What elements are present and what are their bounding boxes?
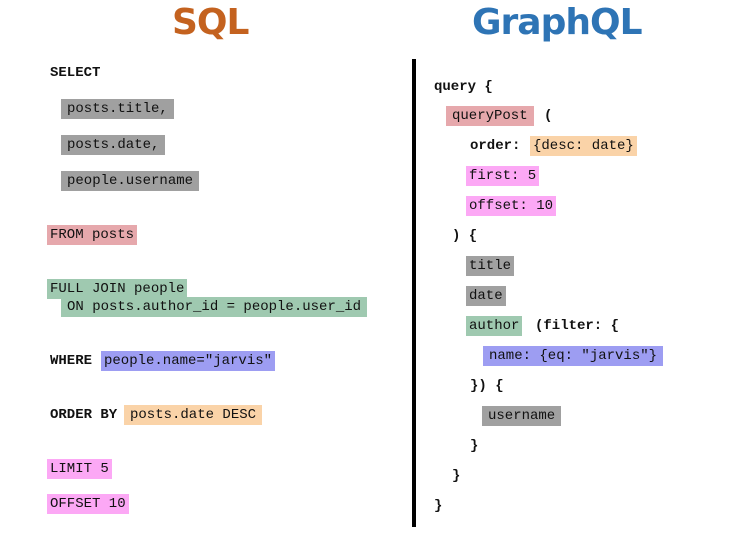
sql-select-keyword: SELECT	[50, 65, 101, 81]
gql-args-close: ) {	[452, 228, 478, 244]
sql-order-expression: posts.date DESC	[124, 405, 263, 425]
gql-filter-condition: name: {eq: "jarvis"}	[483, 346, 664, 366]
sql-where-condition: people.name="jarvis"	[101, 351, 276, 371]
gql-field-author: author	[466, 316, 523, 336]
gql-query-open: query {	[434, 79, 493, 95]
gql-field-date: date	[466, 286, 506, 306]
gql-paren-open: (	[544, 108, 553, 124]
sql-offset-clause: OFFSET 10	[47, 494, 129, 514]
gql-first-arg: first: 5	[466, 166, 540, 186]
gql-query-post: queryPost	[446, 106, 534, 126]
sql-order-keyword: ORDER BY	[50, 407, 118, 423]
gql-order-value: {desc: date}	[530, 136, 637, 156]
sql-from-clause: FROM posts	[47, 225, 138, 245]
gql-offset-arg: offset: 10	[466, 196, 557, 216]
graphql-title: GraphQL	[472, 2, 643, 43]
gql-field-username: username	[482, 406, 562, 426]
sql-limit-clause: LIMIT 5	[47, 459, 112, 479]
column-divider	[412, 59, 416, 527]
gql-filter-close: }) {	[470, 378, 504, 394]
sql-join-clause: FULL JOIN people	[47, 279, 188, 299]
gql-order-keyword: order:	[470, 138, 521, 154]
gql-filter-keyword: (filter: {	[535, 318, 620, 334]
sql-field-title: posts.title,	[61, 99, 174, 119]
sql-on-clause: ON posts.author_id = people.user_id	[61, 297, 368, 317]
sql-where-keyword: WHERE	[50, 353, 93, 369]
gql-close-author: }	[470, 438, 479, 454]
sql-field-date: posts.date,	[61, 135, 166, 155]
sql-title: SQL	[172, 2, 249, 43]
gql-field-title: title	[466, 256, 515, 276]
sql-field-username: people.username	[61, 171, 200, 191]
gql-close-query: }	[434, 498, 443, 514]
gql-close-post: }	[452, 468, 461, 484]
